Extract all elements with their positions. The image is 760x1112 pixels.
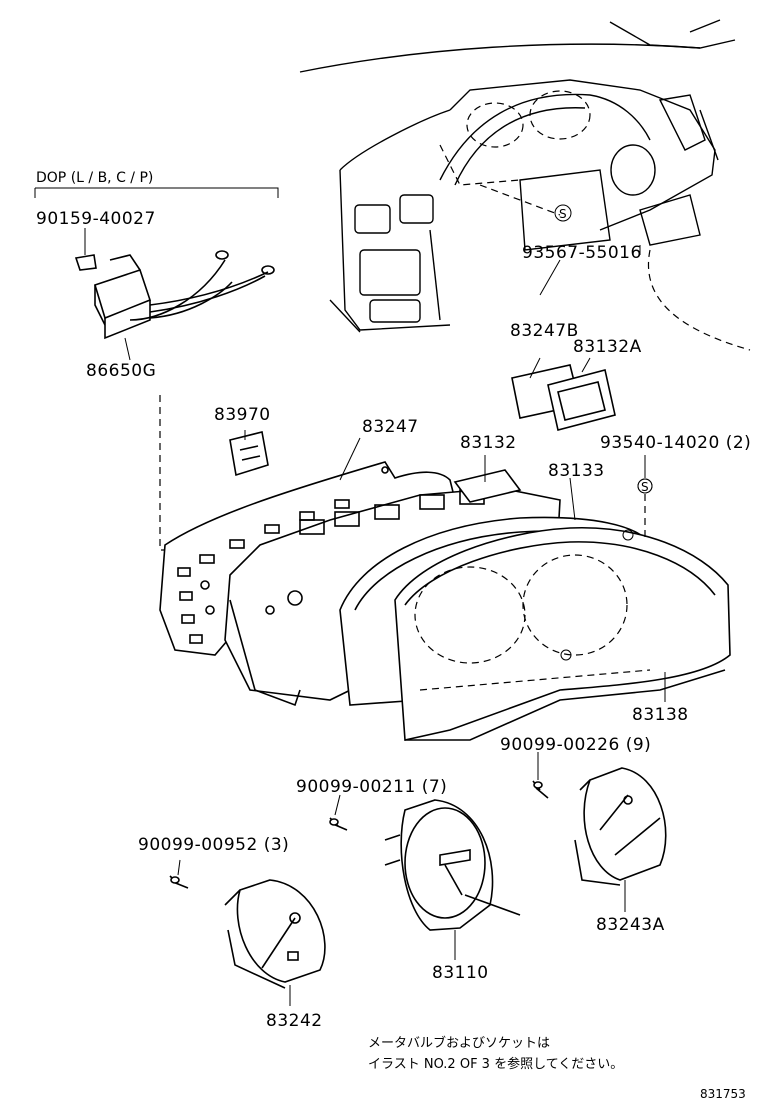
socket-83970: [229, 431, 269, 477]
label-83138: 83138: [632, 705, 689, 725]
figure-id: 831753: [700, 1087, 746, 1101]
label-dop: DOP (L / B, C / P): [36, 170, 153, 186]
label-83242: 83242: [266, 1011, 323, 1031]
label-83970: 83970: [214, 405, 271, 425]
label-90159-40027: 90159-40027: [36, 209, 156, 229]
label-90099-00952: 90099-00952 (3): [138, 835, 289, 855]
label-86650g: 86650G: [86, 361, 156, 381]
note-line-1: メータバルブおよびソケットは: [368, 1035, 550, 1051]
label-83247b: 83247B: [510, 321, 579, 341]
gauge-83110: [384, 799, 521, 931]
label-83110: 83110: [432, 963, 489, 983]
note-line-2: イラスト NO.2 OF 3 を参照してください。: [368, 1056, 623, 1072]
label-90099-00226: 90099-00226 (9): [500, 735, 651, 755]
label-83247: 83247: [362, 417, 419, 437]
label-83132: 83132: [460, 433, 517, 453]
dashboard-drawing: S: [299, 19, 751, 351]
label-83133: 83133: [548, 461, 605, 481]
label-93540-14020: 93540-14020 (2): [600, 433, 751, 453]
label-83132a: 83132A: [573, 337, 642, 357]
lens-parts: [511, 357, 616, 431]
cluster-assembly: [159, 461, 731, 741]
dop-group: [34, 187, 279, 551]
s-mark-2: S: [641, 480, 649, 494]
label-90099-00211: 90099-00211 (7): [296, 777, 447, 797]
s-mark-1: S: [559, 207, 567, 221]
gauge-83243a: [574, 767, 667, 886]
label-83243a: 83243A: [596, 915, 665, 935]
screws: [169, 780, 549, 889]
gauge-83242: [224, 879, 326, 989]
label-93567-55016: 93567-55016: [522, 243, 642, 263]
